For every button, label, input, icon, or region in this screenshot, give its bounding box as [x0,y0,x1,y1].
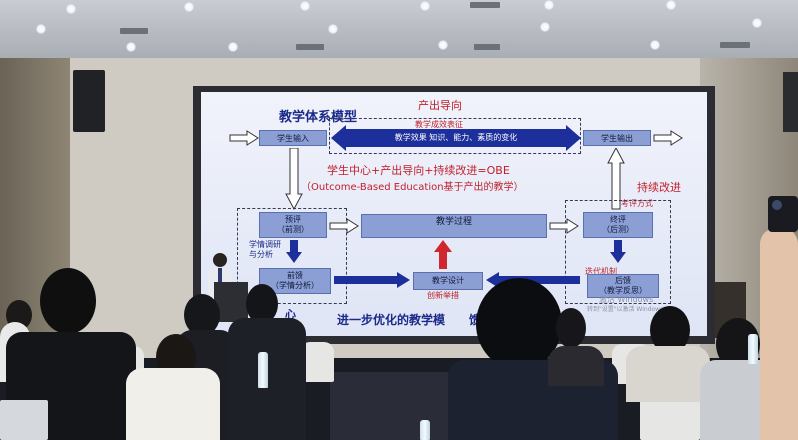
water-bottle [258,352,268,388]
audience-head [476,278,562,370]
obe-definition: （Outcome-Based Education基于产出的教学） [301,182,524,193]
ceiling-light [540,22,550,32]
audience-head [556,308,586,348]
ceiling-light [66,4,76,14]
audience-head [40,268,96,334]
ceiling-light [544,0,554,10]
ceiling-vent [120,28,148,34]
slide-output-orientation: 产出导向 [418,99,462,112]
ceiling-light [36,24,46,34]
audience-body [548,346,604,386]
ceiling-vent [296,44,324,50]
ceiling-light [752,18,762,28]
teaching-design-box: 教学设计 [413,272,483,290]
water-bottle [420,420,430,440]
iteration-mechanism: 迭代机制 [585,267,617,276]
audience-head [184,294,220,336]
ceiling-light [438,40,448,50]
down-arrow-icon [285,148,303,210]
wall-speaker-right [783,72,798,132]
up-arrow-icon [607,148,625,210]
pre-eval-box: 预评 （前测） [259,212,327,238]
presentation-slide: 教学体系模型 产出导向 教学成效表征 教学效果 知识、能力、素质的变化 学生输入… [201,92,707,336]
audience-body [626,346,710,402]
post-feedback-box: 后馈 （教学反思） [587,274,659,298]
windows-watermark-sub: 转到"设置"以激活 Windows。 [587,306,670,313]
wall-speaker [73,70,105,132]
audience-head [246,284,278,324]
innovation-measures: 创新举措 [427,291,459,300]
slide-model-title: 教学体系模型 [279,110,358,125]
ceiling-light [126,42,136,52]
water-bottle [748,334,758,364]
camera-lens-icon [772,200,782,210]
process-arrow-icon [329,218,359,234]
effect-bar: 教学效果 知识、能力、素质的变化 [345,129,567,147]
ceiling-light [650,40,660,50]
post-down-arrow-icon [610,240,626,263]
output-arrow-icon [653,130,683,146]
student-input-box: 学生输入 [259,130,327,146]
effect-label: 教学成效表征 [415,120,463,129]
phone-icon [768,196,798,232]
ceiling-light [184,2,194,12]
ceiling-light [666,0,676,10]
learning-research: 学情调研 与分析 [249,240,281,260]
ceiling-light [420,1,430,11]
windows-watermark: 激活 Windows [599,295,654,304]
arrow-left-icon [331,125,346,151]
right-dashed-box [565,200,671,304]
red-up-arrow-icon [434,240,452,269]
pre-feedback-box: 前馈 （学情分析） [259,268,331,294]
ceiling-vent [474,44,500,50]
ceiling-vent [470,2,500,8]
ceiling [0,0,798,58]
assessment-method: 考评方式 [621,199,653,208]
ceiling-light [228,42,238,52]
teaching-process-box: 教学过程 [361,214,547,238]
effect-double-arrow: 教学效果 知识、能力、素质的变化 [331,125,581,151]
arrow-right-icon [566,125,581,151]
process-out-arrow-icon [549,218,579,234]
laptop [0,400,48,440]
ceiling-light [328,24,338,34]
audience-body [126,368,220,440]
left-dashed-box [237,208,347,304]
final-eval-box: 终评 （后测） [583,212,653,238]
ceiling-light [300,1,310,11]
design-in-arrow-icon [334,272,410,288]
student-output-box: 学生输出 [583,130,651,146]
pre-down-arrow-icon [286,240,302,263]
ceiling-vent [720,42,750,48]
input-arrow-icon [229,130,259,146]
center-fragment: 心 [285,308,296,321]
obe-formula: 学生中心+产出导向+持续改进=OBE [327,164,510,177]
bottom-title-start: 进一步优化的教学模 [337,313,446,327]
raised-arm [760,228,798,440]
continuous-improvement: 持续改进 [637,181,681,194]
